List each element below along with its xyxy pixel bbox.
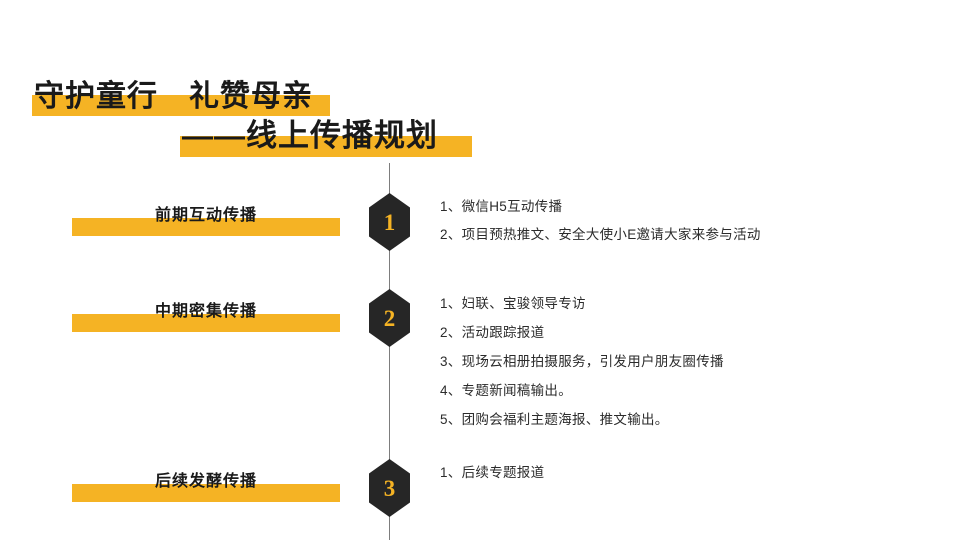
list-item: 2、项目预热推文、安全大使小E邀请大家来参与活动 bbox=[440, 227, 761, 242]
title-text-secondary: ——线上传播规划 bbox=[182, 118, 438, 153]
stage-label-bar-2 bbox=[72, 314, 340, 332]
stage-items-2: 1、妇联、宝骏领导专访 2、活动跟踪报道 3、现场云相册拍摄服务，引发用户朋友圈… bbox=[440, 289, 840, 434]
stage-badge-2: 2 bbox=[369, 289, 410, 347]
stage-items-1: 1、微信H5互动传播 2、项目预热推文、安全大使小E邀请大家来参与活动 bbox=[440, 193, 840, 249]
stage-label-bar-3 bbox=[72, 484, 340, 502]
title-line-secondary: ——线上传播规划 bbox=[178, 114, 472, 158]
list-item: 2、活动跟踪报道 bbox=[440, 325, 545, 340]
list-item: 1、后续专题报道 bbox=[440, 465, 545, 480]
stage-label-1: 前期互动传播 bbox=[72, 207, 340, 236]
title-text-primary: 守护童行 礼赞母亲 bbox=[34, 80, 313, 113]
stage-items-3: 1、后续专题报道 bbox=[440, 459, 840, 487]
stage-label-bar-1 bbox=[72, 218, 340, 236]
stage-label-text-3: 后续发酵传播 bbox=[154, 473, 257, 490]
list-item: 1、妇联、宝骏领导专访 bbox=[440, 296, 586, 311]
slide-title: 守护童行 礼赞母亲 ——线上传播规划 bbox=[0, 78, 960, 168]
stage-badge-number-2: 2 bbox=[383, 305, 396, 331]
stage-label-3: 后续发酵传播 bbox=[72, 473, 340, 502]
list-item: 4、专题新闻稿输出。 bbox=[440, 383, 573, 398]
stage-badge-number-1: 1 bbox=[383, 209, 396, 235]
title-line-primary: 守护童行 礼赞母亲 bbox=[30, 78, 330, 116]
list-item: 5、团购会福利主题海报、推文输出。 bbox=[440, 412, 669, 427]
stage-label-text-1: 前期互动传播 bbox=[154, 207, 257, 224]
stage-badge-3: 3 bbox=[369, 459, 410, 517]
stage-label-text-2: 中期密集传播 bbox=[154, 303, 257, 320]
list-item: 3、现场云相册拍摄服务，引发用户朋友圈传播 bbox=[440, 354, 724, 369]
stage-label-2: 中期密集传播 bbox=[72, 303, 340, 332]
timeline-spine bbox=[389, 163, 390, 540]
stage-badge-number-3: 3 bbox=[383, 475, 396, 501]
list-item: 1、微信H5互动传播 bbox=[440, 199, 563, 214]
stage-badge-1: 1 bbox=[369, 193, 410, 251]
title-highlight-bar-1 bbox=[32, 95, 330, 116]
title-highlight-bar-2 bbox=[180, 136, 472, 157]
